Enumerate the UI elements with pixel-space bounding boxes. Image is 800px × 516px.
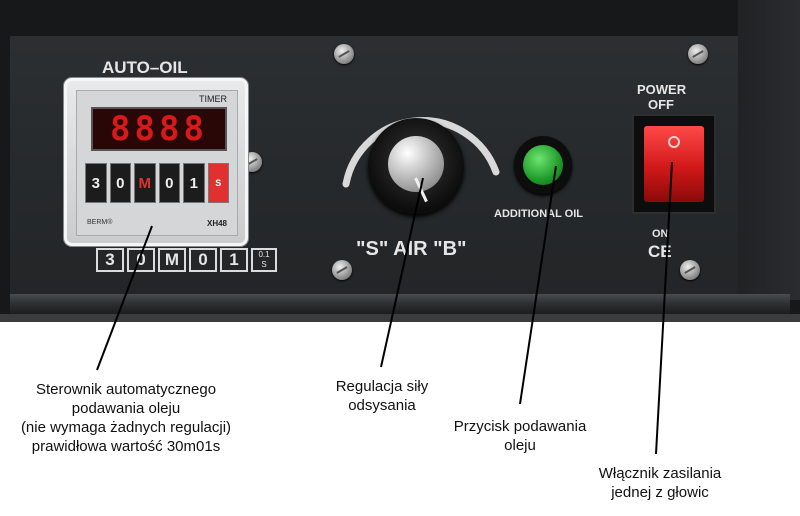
setting-digit: M [158,248,186,272]
oil-button-label: ADDITIONAL OIL [494,208,584,220]
timer-body: TIMER 8888 3 0 M 0 1 S BERM® XH48 [76,90,238,236]
setting-digit: 1 [220,248,248,272]
annotation-line: Włącznik zasilania [598,465,722,482]
setting-digit: 0 [127,248,155,272]
timer-brand: BERM® [87,219,113,226]
timer-relay: TIMER 8888 3 0 M 0 1 S BERM® XH48 [64,78,248,246]
additional-oil-button[interactable] [514,136,572,194]
timer-dial[interactable]: 1 [183,163,205,203]
setting-unit-top: 0.1 [258,250,270,259]
annotation-line: Regulacja siły [335,378,429,395]
power-switch[interactable] [632,114,716,214]
timer-dial[interactable]: M [134,163,156,203]
annotation-line: jednej z głowic [611,484,709,501]
screw [334,44,354,64]
panel-ledge [10,294,790,314]
timer-dial[interactable]: 0 [109,163,131,203]
leader-line-timer [96,225,153,371]
timer-dial[interactable]: 0 [158,163,180,203]
suction-knob[interactable] [368,118,464,214]
screw [680,260,700,280]
timer-dial[interactable]: 3 [85,163,107,203]
setting-unit: 0.1 S [251,248,277,272]
annotation-line: prawidłowa wartość 30m01s [31,438,221,455]
power-on-label: ON [652,228,669,240]
ce-mark-icon: CE [648,242,672,261]
timer-dial[interactable]: S [207,163,229,203]
machine-panel: AUTO–OIL TIMER 8888 3 0 M 0 1 S BERM® XH… [0,0,800,322]
leader-line-suction [380,177,424,368]
annotation-line: Sterownik automatycznego [35,381,217,398]
panel-base [0,314,800,322]
setting-unit-bottom: S [261,260,267,269]
power-label-line1: POWER [637,82,687,97]
annotation-line: odsysania [348,397,416,414]
leader-line-power [655,161,673,455]
power-label-line2: OFF [648,97,674,112]
screw [332,260,352,280]
annotation-timer: Sterownik automatycznego podawania oleju… [4,380,248,456]
annotation-line: Przycisk podawania [453,418,587,435]
timer-model: XH48 [206,219,227,228]
annotation-power-switch: Włącznik zasilania jednej z głowic [578,464,742,502]
setting-digit: 0 [189,248,217,272]
leader-line-oil-button [519,165,557,405]
screw [688,44,708,64]
timer-display: 8888 [91,107,227,151]
power-rocker[interactable] [644,126,704,202]
annotation-oil-button: Przycisk podawania oleju [432,417,608,455]
timer-title: TIMER [199,94,227,104]
annotation-line: podawania oleju [71,400,181,417]
annotation-line: oleju [504,437,536,454]
annotation-suction: Regulacja siły odsysania [308,377,456,415]
setting-digit: 3 [96,248,124,272]
timer-dial-row: 3 0 M 0 1 S [85,163,229,203]
timer-heading: AUTO–OIL [102,58,188,77]
timer-setting-label: 3 0 M 0 1 0.1 S [96,248,277,272]
oil-button-cap [523,145,563,185]
annotation-line: (nie wymaga żadnych regulacji) [20,419,232,436]
knob-label: "S" AIR "B" [356,238,467,260]
power-off-mark [668,136,680,148]
panel-side [738,0,800,300]
